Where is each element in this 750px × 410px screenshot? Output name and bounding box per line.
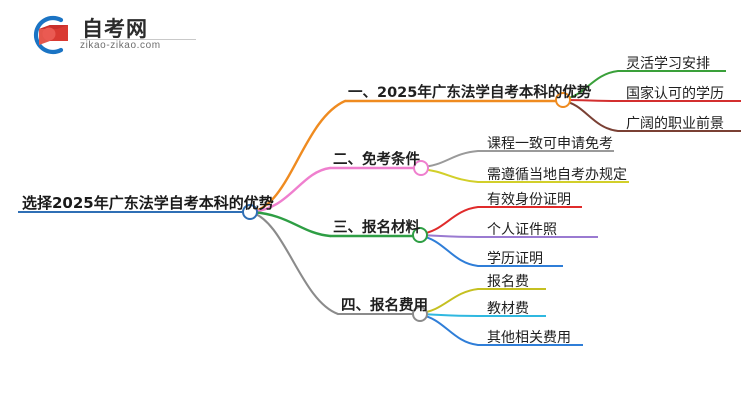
leaf-node-1-1-label[interactable]: 灵活学习安排 bbox=[626, 56, 710, 72]
branch-node-1-label[interactable]: 一、2025年广东法学自考本科的优势 bbox=[348, 85, 592, 101]
wire-b3-leaf-2 bbox=[419, 234, 479, 238]
wire-b4-leaf-1 bbox=[419, 288, 479, 314]
wire-b4-leaf-3 bbox=[419, 314, 479, 346]
logo-name: 自考网 bbox=[82, 17, 148, 41]
wire-root-branch-3 bbox=[248, 210, 332, 238]
wire-b1-leaf-3 bbox=[562, 100, 619, 132]
leaf-node-1-3-label[interactable]: 广阔的职业前景 bbox=[626, 116, 724, 132]
branch-node-3-label[interactable]: 三、报名材料 bbox=[333, 220, 420, 236]
logo-divider bbox=[80, 39, 196, 40]
wire-b3-leaf-3 bbox=[419, 235, 479, 267]
logo-url: zikao-zikao.com bbox=[80, 40, 161, 51]
wire-b3-leaf-1 bbox=[419, 206, 479, 235]
leaf-node-2-1-label[interactable]: 课程一致可申请免考 bbox=[487, 136, 613, 152]
wire-b2-leaf-2 bbox=[420, 168, 479, 183]
site-logo: 自考网 zikao-zikao.com bbox=[28, 12, 198, 58]
root-node-label[interactable]: 选择2025年广东法学自考本科的优势 bbox=[22, 194, 274, 212]
leaf-node-3-3-label[interactable]: 学历证明 bbox=[487, 251, 543, 267]
wire-b4-leaf-2 bbox=[419, 313, 479, 317]
branch-node-4-label[interactable]: 四、报名费用 bbox=[341, 298, 428, 314]
wire-root-branch-4 bbox=[248, 210, 340, 316]
leaf-node-3-2-label[interactable]: 个人证件照 bbox=[487, 222, 557, 238]
leaf-node-4-1-label[interactable]: 报名费 bbox=[487, 274, 529, 290]
leaf-node-3-1-label[interactable]: 有效身份证明 bbox=[487, 192, 571, 208]
leaf-node-4-2-label[interactable]: 教材费 bbox=[487, 301, 529, 317]
branch-node-2-label[interactable]: 二、免考条件 bbox=[333, 152, 420, 168]
logo-wordmark: 自考网 zikao-zikao.com bbox=[80, 12, 198, 56]
leaf-node-2-2-label[interactable]: 需遵循当地自考办规定 bbox=[487, 167, 627, 183]
leaf-node-4-3-label[interactable]: 其他相关费用 bbox=[487, 330, 571, 346]
graduation-book-icon bbox=[33, 15, 68, 55]
wire-b2-leaf-1 bbox=[420, 150, 479, 168]
leaf-node-1-2-label[interactable]: 国家认可的学历 bbox=[626, 86, 724, 102]
